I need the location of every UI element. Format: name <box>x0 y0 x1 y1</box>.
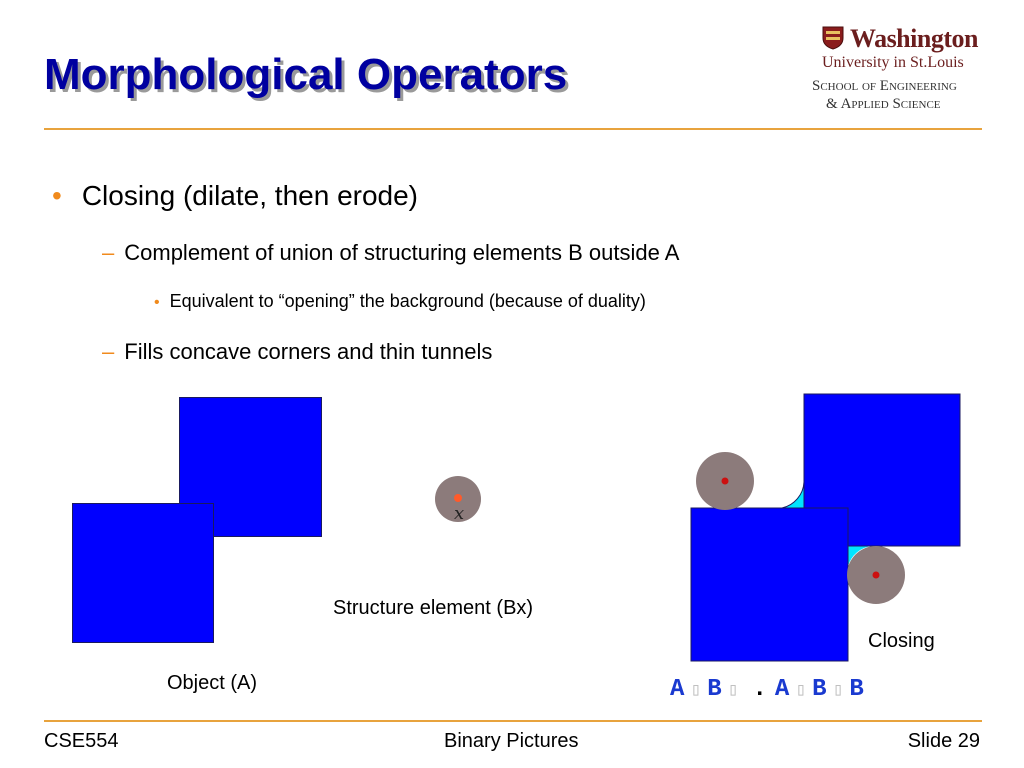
bullet-dash-icon: – <box>102 339 115 364</box>
footer-divider <box>44 720 982 722</box>
bullet-equivalent: • Equivalent to “opening” the background … <box>154 291 646 312</box>
closing-formula: A▯B▯.A▯B▯B <box>670 676 864 703</box>
bullet-text: Equivalent to “opening” the background (… <box>169 291 646 311</box>
operator-glyph-icon: ▯ <box>832 681 844 701</box>
operator-glyph-icon: ▯ <box>690 681 702 701</box>
closing-origin-upper-icon <box>721 477 729 485</box>
bullet-complement: –Complement of union of structuring elem… <box>102 240 679 266</box>
bullet-fills: –Fills concave corners and thin tunnels <box>102 339 492 365</box>
slide-title: Morphological Operators <box>44 50 568 99</box>
bullet-text: Fills concave corners and thin tunnels <box>124 339 493 364</box>
formula-b: B <box>812 676 827 703</box>
formula-b: B <box>707 676 722 703</box>
bullet-closing: • Closing (dilate, then erode) <box>52 180 418 212</box>
structuring-element: x <box>435 476 481 524</box>
logo-line-4: & Applied Science <box>826 96 941 112</box>
object-caption: Object (A) <box>167 672 258 694</box>
university-logo: Washington University in St.Louis School… <box>808 24 984 120</box>
closing-caption: Closing <box>868 630 935 652</box>
bullet-dash-icon: – <box>102 240 115 265</box>
closing-fill-lower-corner <box>848 546 872 566</box>
bullet-dot-icon: • <box>154 294 160 311</box>
header-divider <box>44 128 982 130</box>
closing-lower-square <box>690 507 849 662</box>
origin-dot-icon <box>454 494 462 502</box>
logo-line-2: University in St.Louis <box>822 54 964 71</box>
logo-line-1: Washington <box>850 24 978 53</box>
object-a-lower-square <box>72 503 214 643</box>
footer-topic: Binary Pictures <box>444 730 579 752</box>
logo-line-3: School of Engineering <box>812 78 957 94</box>
bullet-text: Closing (dilate, then erode) <box>81 180 419 211</box>
university-seal-icon <box>822 26 844 50</box>
closing-fill-upper-corner <box>781 481 805 509</box>
footer-course: CSE554 <box>44 730 119 752</box>
structure-caption: Structure element (Bx) <box>333 597 534 619</box>
operator-glyph-icon: ▯ <box>795 681 807 701</box>
origin-label: x <box>454 503 464 524</box>
closing-figure <box>690 393 961 662</box>
footer-slide-number: Slide 29 <box>907 730 980 752</box>
bullet-text: Complement of union of structuring eleme… <box>124 240 680 265</box>
formula-dot: . <box>752 676 767 703</box>
formula-b: B <box>849 676 864 703</box>
formula-a: A <box>670 676 685 703</box>
operator-glyph-icon: ▯ <box>727 681 739 701</box>
formula-a: A <box>774 676 790 703</box>
bullet-dot-icon: • <box>52 180 62 211</box>
closing-origin-lower-icon <box>872 571 880 579</box>
